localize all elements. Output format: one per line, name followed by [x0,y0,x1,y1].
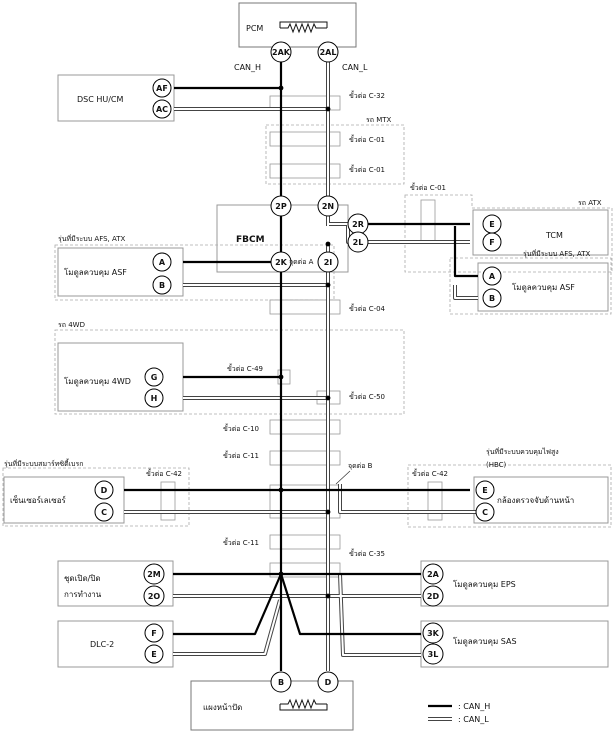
group-afs-atx-right-label: รุ่นที่มีระบบ AFS, ATX [523,249,591,258]
camera-pin-e: E [482,486,487,495]
pcm-pin-2ak: 2AK [272,48,291,57]
sas-module [420,620,609,668]
connector-c35-label: ขั้วต่อ C-35 [349,547,385,558]
cluster-termination-resistor [279,698,328,711]
connector-c11a-block [269,450,341,466]
connector-c11b-label: ขั้วต่อ C-11 [223,536,259,547]
sas-pin-3l: 3L [428,650,439,659]
connector-c50-label: ขั้วต่อ C-50 [349,390,385,401]
eps-label: โมดูลควบคุม EPS [453,579,516,590]
fbcm-pin-2n: 2N [322,202,334,211]
eps-pin-2d: 2D [427,592,440,601]
group-afs-atx-left-label: รุ่นที่มีระบบ AFS, ATX [58,234,126,243]
fbcm-label: FBCM [236,235,265,245]
dsc-pin-af: AF [156,84,168,93]
legend: : CAN_H : CAN_L [428,702,490,724]
pcm-termination-resistor [279,21,328,34]
connector-c11b-block [269,534,341,550]
afs-atx-right-group [449,257,612,315]
tcm-pin-e: E [489,220,494,229]
afs-atx-left-group [54,244,335,301]
connector-c10-label: ขั้วต่อ C-10 [223,422,259,433]
cluster-pin-d: D [325,678,332,687]
fbcm-pin-2k: 2K [275,258,288,267]
switch-label-line1: ชุดเปิด/ปิด [64,574,101,583]
group-atx-label: รถ ATX [578,199,602,207]
junction-a-label: จุดต่อ A [289,258,314,266]
group-smart-brake-label: รุ่นที่มีระบบสมาร์ทซิตี้เบรก [4,457,84,468]
asf-right-label: โมดูลควบคุม ASF [512,282,575,293]
pcm-pin-2al: 2AL [320,48,337,57]
tcm-label: TCM [545,231,563,240]
legend-can-h: : CAN_H [458,702,490,711]
camera-pin-c: C [482,508,488,517]
connector-c04-label: ขั้วต่อ C-04 [349,302,386,313]
brake-sensor-pin-d: D [101,486,108,495]
pcm-module: PCM [238,2,357,48]
switch-pin-2o: 2O [148,592,161,601]
fwd-pin-g: G [151,373,158,382]
connector-c01b-block [269,163,341,179]
connector-c42a-block [160,481,176,521]
group-mtx-label: รถ MTX [366,116,392,124]
atx-group [404,194,613,273]
connector-c11a-label: ขั้วต่อ C-11 [223,449,259,460]
connector-c32-label: ขั้วต่อ C-32 [349,89,385,100]
dlc-label: DLC-2 [90,640,114,649]
group-hbc-label-line1: รุ่นที่มีระบบควบคุมไฟสูง [486,447,559,456]
cluster-pin-b: B [278,678,284,687]
asf-left-pin-b: B [159,281,165,290]
sas-label: โมดูลควบคุม SAS [453,636,517,647]
pcm-label: PCM [246,24,263,33]
asf-left-pin-a: A [159,258,166,267]
connector-c04-block [269,299,341,315]
brake-sensor-label: เซ็นเซอร์เลเซอร์ [10,495,67,505]
sas-pin-3k: 3K [427,629,440,638]
connector-c01c-label: ขั้วต่อ C-01 [410,181,446,192]
smart-brake-group [2,467,190,527]
mtx-group [265,124,405,185]
connector-c42b-label: ขั้วต่อ C-42 [412,467,448,478]
fbcm-pin-2r: 2R [352,220,364,229]
dsc-label: DSC HU/CM [77,95,124,104]
connector-c49-label: ขั้วต่อ C-49 [227,362,263,373]
group-fwd-label: รถ 4WD [58,321,85,329]
legend-can-l: : CAN_L [458,715,489,724]
brake-sensor-pin-c: C [101,508,107,517]
connector-c42a-label: ขั้วต่อ C-42 [146,467,182,478]
fwd-group [54,329,405,415]
eps-module [420,560,609,607]
can-h-label: CAN_H [234,63,261,72]
dlc-pin-e: E [151,650,156,659]
switch-pin-2m: 2M [147,570,161,579]
asf-right-pin-a: A [489,272,496,281]
dlc-pin-f: F [151,629,156,638]
connector-c01a-block [269,131,341,147]
dsc-pin-ac: AC [156,105,168,114]
hbc-group [407,464,612,528]
junction-b-label: จุดต่อ B [348,462,373,470]
tcm-pin-f: F [489,238,494,247]
connector-c01a-label: ขั้วต่อ C-01 [349,133,385,144]
asf-left-label: โมดูลควบคุม ASF [64,267,127,278]
can-l-label: CAN_L [342,63,368,72]
fbcm-pin-2p: 2P [275,202,287,211]
connector-c01c-block [420,199,436,243]
camera-module [473,476,609,524]
camera-label: กล้องตรวจจับด้านหน้า [497,496,574,505]
fbcm-pin-2l: 2L [353,238,364,247]
asf-right-pin-b: B [489,294,495,303]
connector-c42b-block [427,481,443,521]
fwd-label: โมดูลควบคุม 4WD [64,376,131,387]
switch-label-line2: การทำงาน [64,590,102,599]
fbcm-pin-2i: 2I [324,258,333,267]
fwd-pin-h: H [151,394,158,403]
cluster-label: แผงหน้าปัด [203,703,242,712]
connector-c10-block [269,419,341,435]
eps-pin-2a: 2A [427,570,440,579]
group-hbc-label-line2: (HBC) [486,461,507,469]
connector-c01b-label: ขั้วต่อ C-01 [349,163,385,174]
